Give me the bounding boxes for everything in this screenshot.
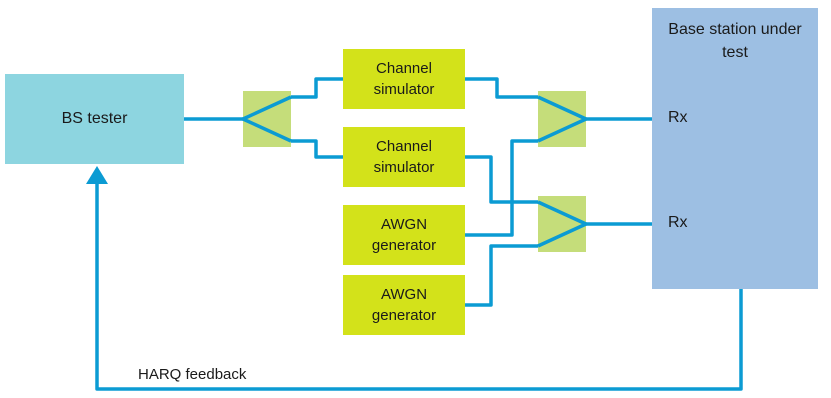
line-awgn-1-out [465,139,538,237]
harq-feedback-label: HARQ feedback [138,366,247,383]
awgn-generator-1-line1: AWGN [380,216,428,233]
bs-tester-box: BS tester [5,74,184,164]
awgn-generator-2-line2: generator [371,307,437,324]
channel-simulator-1-line2: simulator [373,81,435,98]
feedback-arrowhead [86,166,108,184]
rx-label-top: Rx [668,109,688,126]
channel-simulator-2-line1: Channel [376,138,432,155]
awgn-generator-1: AWGN generator [343,205,465,265]
base-station-box: Base station under test [652,8,818,289]
rx-label-bottom: Rx [668,214,688,231]
splitter-symbol [241,95,292,143]
base-station-label: Base station under test [668,21,802,61]
awgn-generator-1-line2: generator [371,237,437,254]
line-channel-sim-1-out [465,77,538,99]
channel-simulator-2: Channel simulator [343,127,465,187]
line-channel-sim-2-out [465,155,538,204]
bs-tester-label: BS tester [61,110,128,127]
channel-simulator-2-line2: simulator [373,159,435,176]
line-to-channel-sim-1 [291,77,343,99]
line-awgn-2-out [465,244,538,307]
awgn-generator-2: AWGN generator [343,275,465,335]
channel-simulator-1: Channel simulator [343,49,465,109]
harq-feedback-line [95,178,743,391]
line-to-channel-sim-2 [291,139,343,159]
channel-simulator-1-line1: Channel [376,60,432,77]
awgn-generator-2-line1: AWGN [380,286,428,303]
